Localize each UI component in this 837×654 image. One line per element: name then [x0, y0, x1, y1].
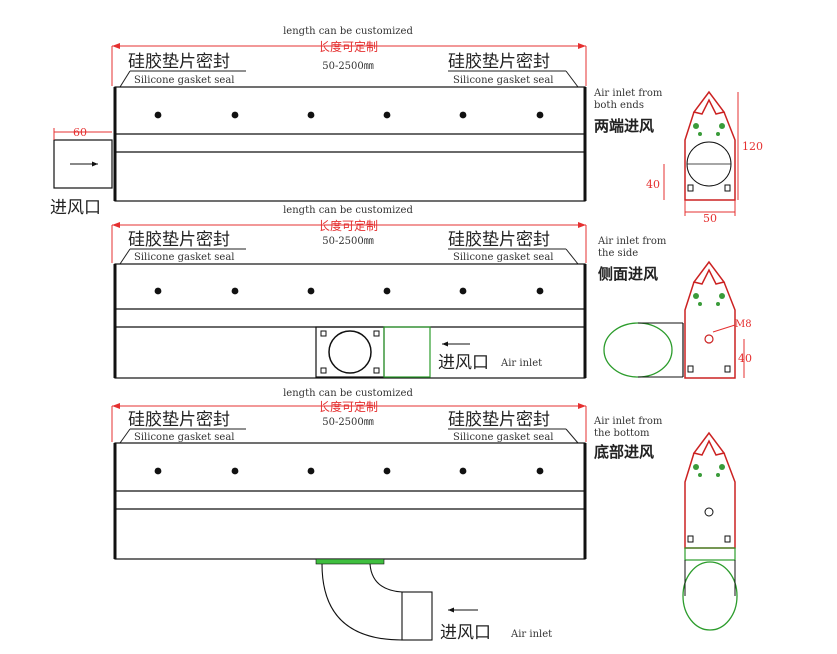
inlet-label-en: Air inlet	[510, 629, 552, 640]
panel-side: length can be customized 长度可定制 50-2500㎜ …	[111, 205, 752, 379]
length-range: 50-2500㎜	[322, 236, 374, 247]
variant-label-en-2: both ends	[594, 100, 644, 111]
seal-label-en-right: Silicone gasket seal	[453, 432, 553, 443]
length-note-en: length can be customized	[283, 388, 413, 399]
panel-both-ends: length can be customized 长度可定制 50-2500㎜ …	[50, 26, 763, 225]
inlet-label-cn: 进风口	[50, 198, 101, 218]
variant-label-cn: 侧面进风	[598, 265, 658, 283]
length-range: 50-2500㎜	[322, 417, 374, 428]
length-note-cn: 长度可定制	[318, 218, 378, 233]
bolt-holes	[154, 467, 544, 475]
length-note-en: length can be customized	[283, 26, 413, 37]
dim-inlet-width: 60	[73, 126, 87, 139]
cross-section-side	[603, 260, 736, 379]
cross-section-bottom	[682, 431, 738, 631]
end-inlet-box	[53, 139, 113, 189]
variant-label-en-1: Air inlet from	[593, 416, 663, 427]
inlet-label-cn: 进风口	[440, 623, 491, 643]
cross-section-both-ends	[684, 90, 736, 201]
dim-height: 120	[742, 140, 763, 153]
seal-label-en-left: Silicone gasket seal	[134, 252, 234, 263]
seal-label-en-right: Silicone gasket seal	[453, 252, 553, 263]
length-note-cn: 长度可定制	[318, 399, 378, 414]
seal-label-cn-left: 硅胶垫片密封	[128, 52, 230, 72]
variant-label-en-2: the side	[598, 248, 638, 259]
length-note-en: length can be customized	[283, 205, 413, 216]
seal-label-cn-right: 硅胶垫片密封	[448, 410, 550, 430]
variant-label-cn: 两端进风	[594, 117, 654, 135]
panel-bottom: length can be customized 长度可定制 50-2500㎜ …	[111, 388, 738, 643]
variant-label-en-1: Air inlet from	[593, 88, 663, 99]
dim-bolt: M8	[735, 319, 752, 330]
air-knife-body	[114, 442, 586, 560]
bottom-elbow-inlet	[315, 558, 433, 641]
seal-label-en-left: Silicone gasket seal	[134, 75, 234, 86]
variant-label-en-1: Air inlet from	[597, 236, 667, 247]
air-knife-body	[114, 86, 586, 202]
inlet-label-cn: 进风口	[438, 353, 489, 373]
bolt-holes	[154, 111, 544, 119]
dim-base-width: 50	[703, 212, 717, 225]
seal-label-cn-left: 硅胶垫片密封	[128, 410, 230, 430]
seal-label-cn-right: 硅胶垫片密封	[448, 52, 550, 72]
seal-label-cn-left: 硅胶垫片密封	[128, 230, 230, 250]
side-inlet-flange	[315, 326, 431, 378]
length-range: 50-2500㎜	[322, 61, 374, 72]
bolt-holes	[154, 287, 544, 295]
variant-label-cn: 底部进风	[594, 443, 654, 461]
seal-label-cn-right: 硅胶垫片密封	[448, 230, 550, 250]
dim-side-height: 40	[738, 352, 752, 365]
seal-label-en-right: Silicone gasket seal	[453, 75, 553, 86]
inlet-label-en: Air inlet	[500, 358, 542, 369]
variant-label-en-2: the bottom	[594, 428, 650, 439]
length-note-cn: 长度可定制	[318, 39, 378, 54]
dim-inlet-height: 40	[646, 178, 660, 191]
seal-label-en-left: Silicone gasket seal	[134, 432, 234, 443]
